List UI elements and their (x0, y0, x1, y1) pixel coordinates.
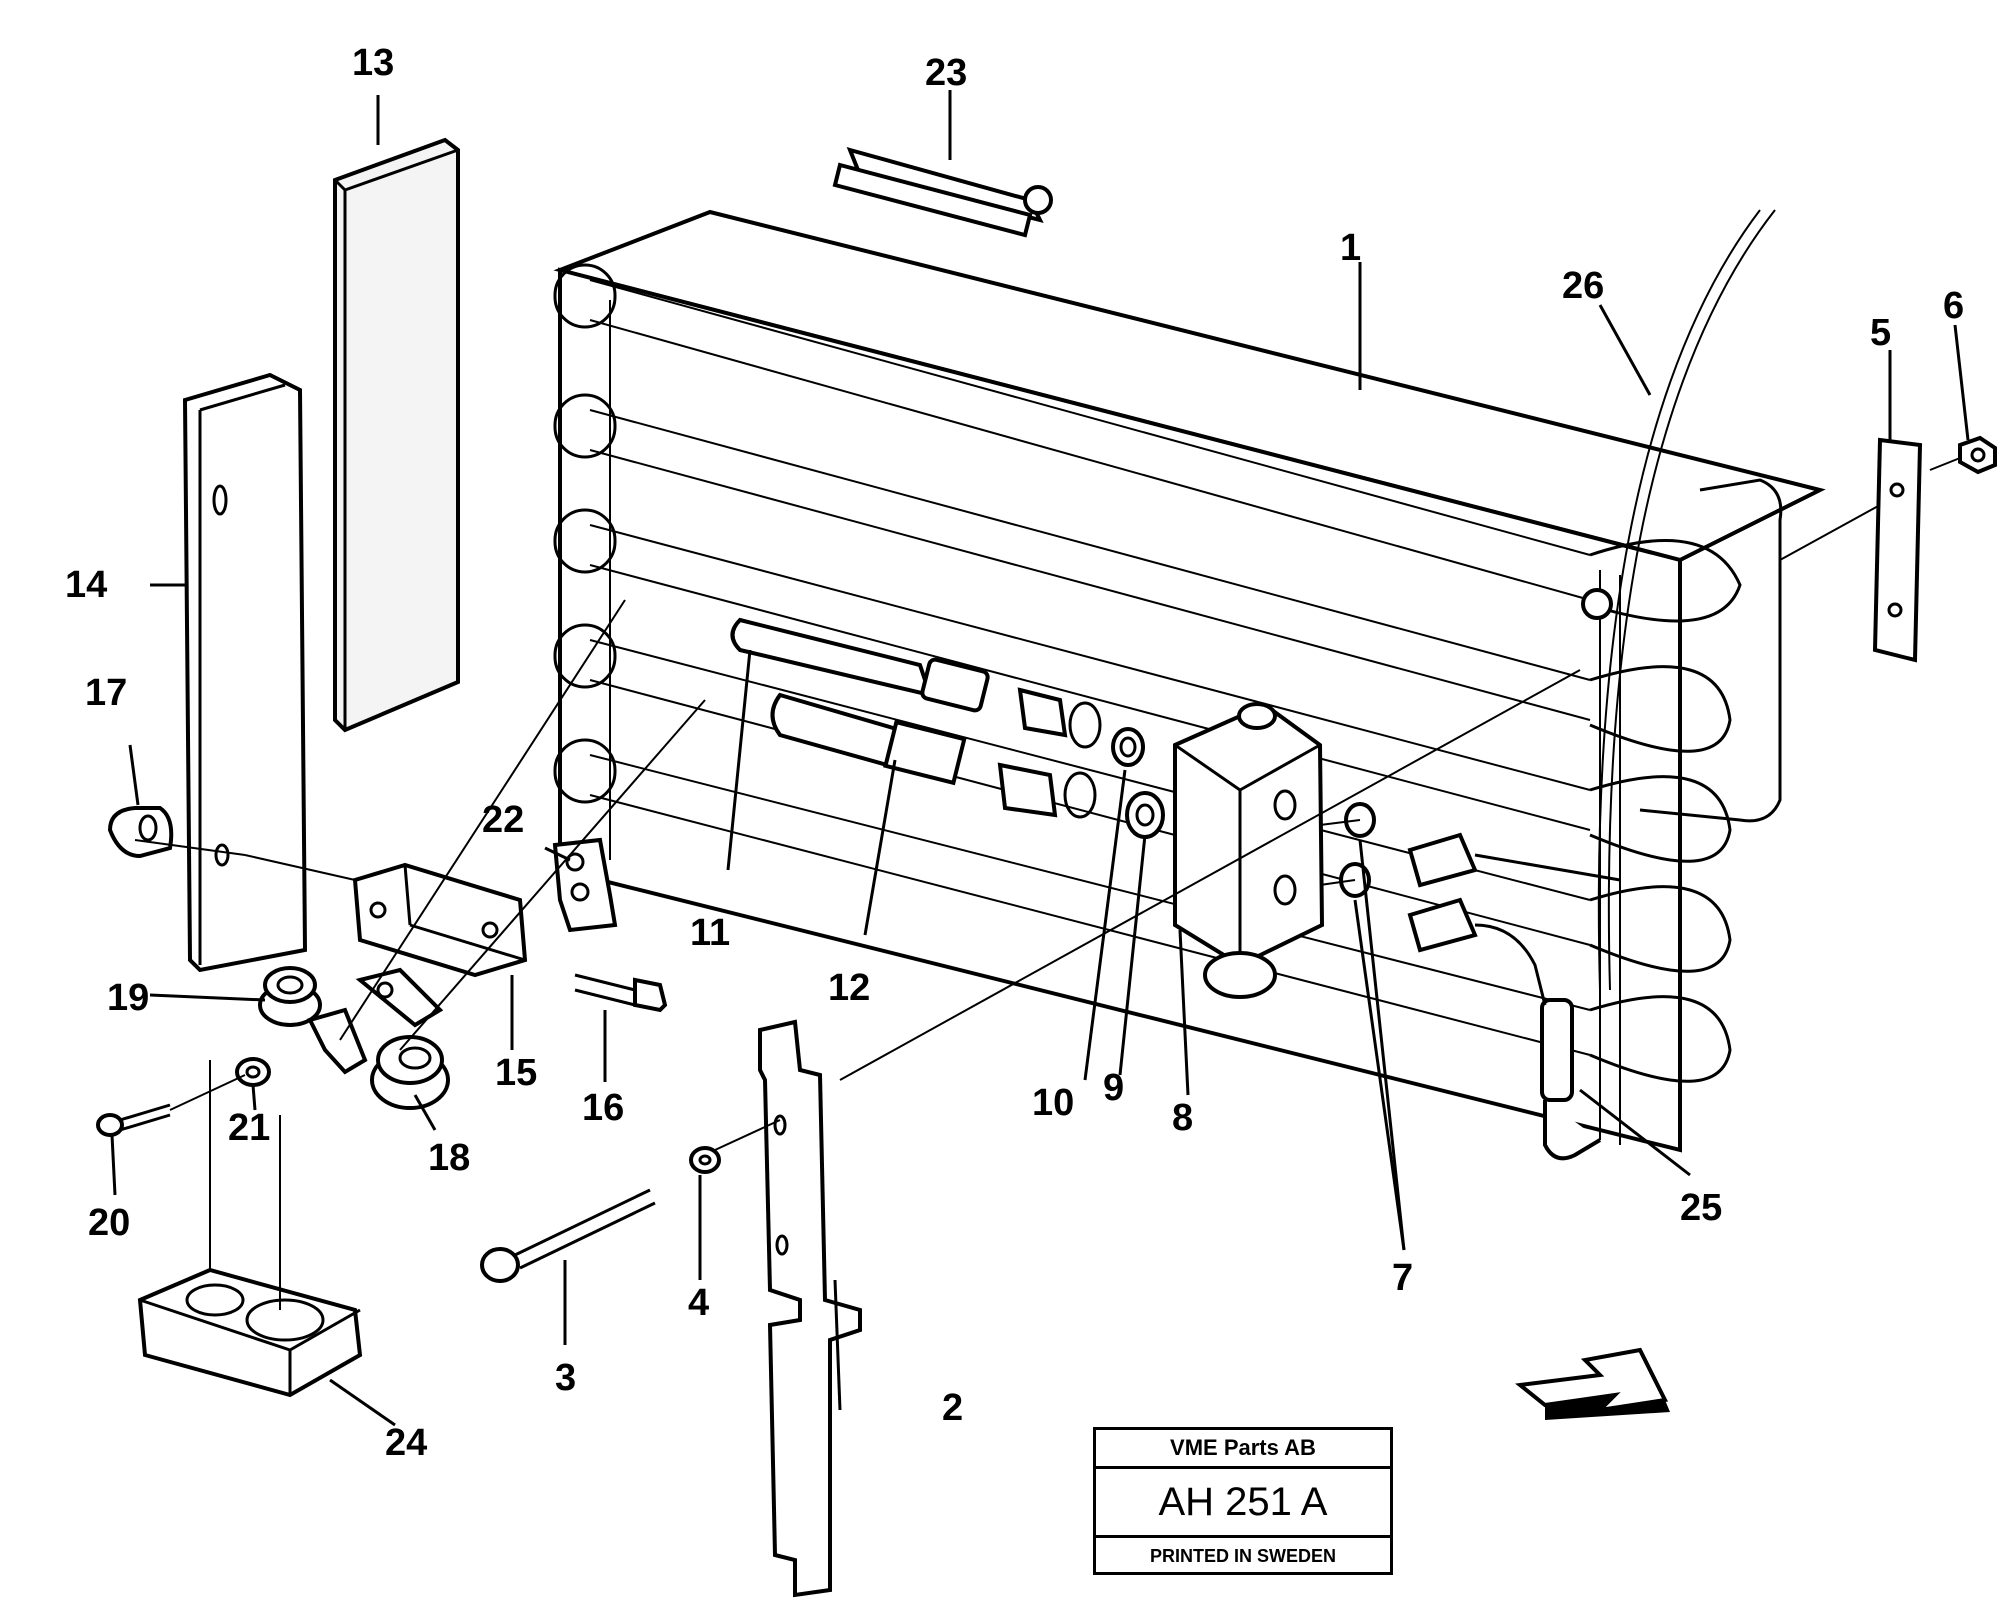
callout-11: 11 (690, 912, 730, 954)
callout-16: 16 (582, 1087, 624, 1129)
direction-arrow (1515, 1347, 1670, 1420)
foam-strip (333, 137, 460, 733)
callout-12: 12 (828, 967, 870, 1009)
callout-14: 14 (65, 564, 107, 606)
washer-21 (235, 1057, 271, 1087)
callout-17: 17 (85, 672, 127, 714)
hose-fittings (997, 687, 1102, 819)
callout-21: 21 (228, 1107, 270, 1149)
drawing-code: AH 251 A (1096, 1469, 1390, 1538)
callout-4: 4 (688, 1282, 709, 1324)
callout-22: 22 (482, 799, 524, 841)
washer-4 (689, 1146, 721, 1174)
sensor-bulb (1540, 998, 1602, 1161)
drain-seal-block (137, 1267, 363, 1398)
callout-6: 6 (1943, 285, 1964, 327)
o-ring-10 (1111, 727, 1145, 767)
callout-leaders (110, 90, 1970, 1427)
strap (1872, 437, 1923, 663)
callout-18: 18 (428, 1137, 470, 1179)
callout-26: 26 (1562, 265, 1604, 307)
callout-24: 24 (385, 1422, 427, 1464)
clip (552, 837, 618, 933)
hose-upper (730, 617, 990, 713)
lock-nut (1958, 435, 1997, 475)
hose-clamp-18 (355, 967, 444, 1028)
callout-13: 13 (352, 42, 394, 84)
callout-5: 5 (1870, 312, 1891, 354)
callout-9: 9 (1103, 1067, 1124, 1109)
grommet-large (370, 1035, 450, 1110)
hose-clamp-19 (307, 1007, 368, 1075)
self-tapping-screw (96, 1103, 171, 1137)
expansion-valve (1173, 702, 1325, 999)
callout-2: 2 (942, 1387, 963, 1429)
callout-25: 25 (1680, 1187, 1722, 1229)
grommet-small (258, 966, 322, 1027)
callout-20: 20 (88, 1202, 130, 1244)
callout-19: 19 (107, 977, 149, 1019)
callout-15: 15 (495, 1052, 537, 1094)
capillary-tube (1607, 209, 1776, 991)
callout-labels: 1 2 3 4 5 6 7 8 9 10 11 12 13 14 15 16 1… (65, 42, 1964, 1464)
callout-3: 3 (555, 1357, 576, 1399)
o-ring-9 (1125, 791, 1165, 839)
mounting-bracket (352, 862, 528, 978)
assembly-lines (134, 457, 1961, 1310)
hose-lower (770, 692, 967, 786)
callout-8: 8 (1172, 1097, 1193, 1139)
bolt-16 (574, 973, 668, 1013)
evaporator-coil (553, 209, 1826, 1153)
callout-1: 1 (1340, 227, 1361, 269)
long-bolt (480, 1188, 656, 1283)
company-name: VME Parts AB (1096, 1430, 1390, 1469)
angle-bracket (182, 372, 308, 973)
callout-7: 7 (1392, 1257, 1413, 1299)
title-block: VME Parts AB AH 251 A PRINTED IN SWEDEN (1093, 1427, 1393, 1575)
callout-10: 10 (1032, 1082, 1074, 1124)
mounting-plate (758, 1019, 862, 1598)
rubber-sealing-strip (832, 146, 1053, 238)
outlet-fittings (1407, 832, 1621, 1006)
callout-23: 23 (925, 52, 967, 94)
rivet (107, 806, 174, 859)
printed-in-label: PRINTED IN SWEDEN (1149, 1546, 1336, 1566)
